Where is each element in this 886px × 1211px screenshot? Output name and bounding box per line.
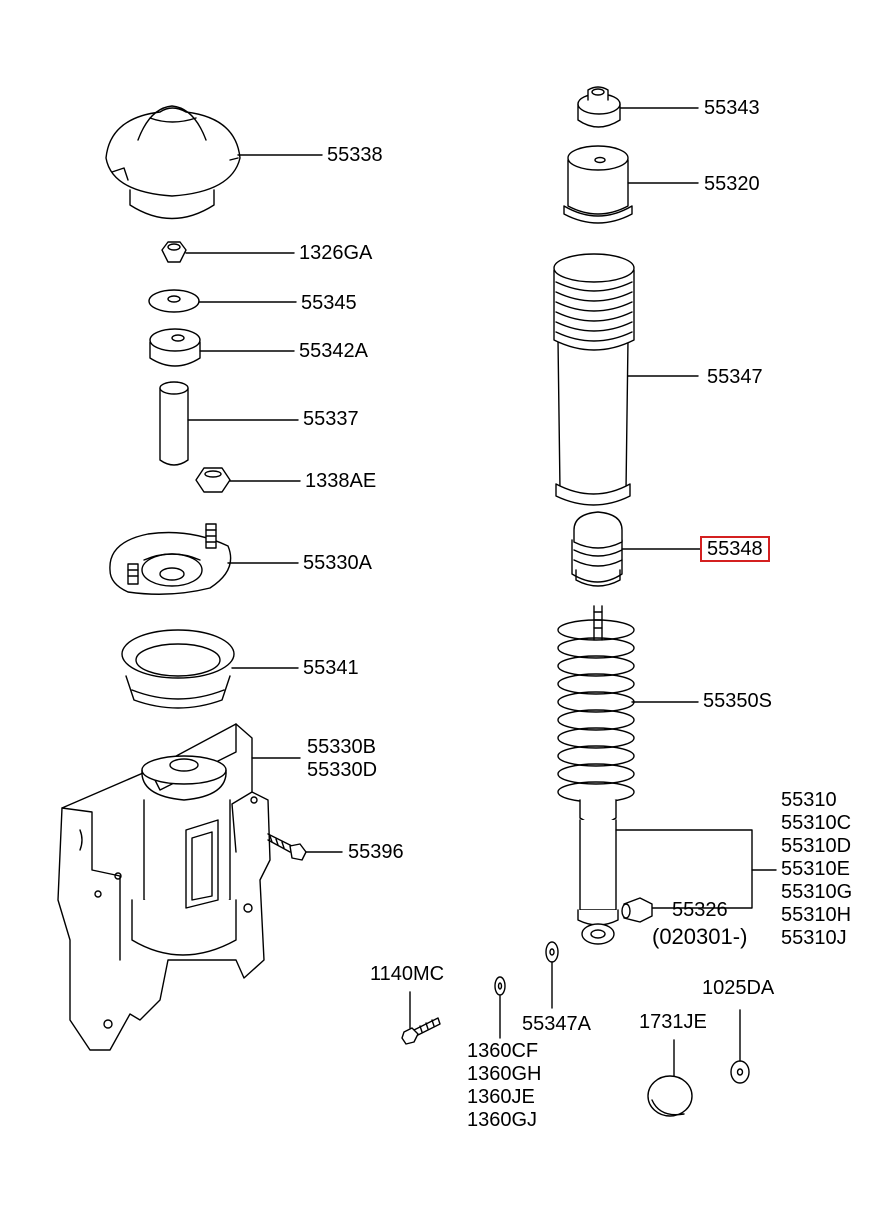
label-55347: 55347 — [707, 366, 763, 388]
washer-part-list: 1360CF 1360GH 1360JE 1360GJ — [467, 1040, 542, 1132]
part-1338AE — [195, 467, 301, 493]
part-1360-washer — [494, 976, 506, 1039]
washer-part-3: 1360GJ — [467, 1109, 538, 1131]
part-55320 — [563, 145, 699, 224]
part-55338 — [105, 105, 323, 220]
label-55330D: 55330D — [307, 759, 378, 781]
part-1326GA — [161, 241, 295, 263]
part-55350S — [557, 605, 699, 803]
part-1731JE — [647, 1039, 693, 1117]
part-55396 — [267, 833, 343, 861]
part-55337 — [159, 381, 299, 466]
part-1025DA — [730, 1009, 750, 1084]
part-55345 — [148, 289, 297, 313]
strut-part-5: 55310H — [781, 904, 852, 926]
label-55330A: 55330A — [303, 552, 372, 574]
part-55347 — [553, 253, 699, 506]
strut-part-2: 55310D — [781, 835, 852, 857]
label-55350S: 55350S — [703, 690, 772, 712]
strut-part-3: 55310E — [781, 858, 850, 880]
label-55348-highlighted[interactable]: 55348 — [700, 536, 770, 562]
label-55341: 55341 — [303, 657, 359, 679]
washer-part-1: 1360GH — [467, 1063, 542, 1085]
strut-part-0: 55310 — [781, 789, 837, 811]
strut-part-4: 55310G — [781, 881, 853, 903]
washer-part-2: 1360JE — [467, 1086, 535, 1108]
label-1025DA: 1025DA — [702, 977, 775, 999]
part-55310-strut — [577, 799, 777, 945]
label-55343: 55343 — [704, 97, 760, 119]
label-55330B: 55330B — [307, 736, 376, 758]
label-55342A: 55342A — [299, 340, 368, 362]
label-1731JE: 1731JE — [639, 1011, 707, 1033]
label-55337: 55337 — [303, 408, 359, 430]
washer-part-0: 1360CF — [467, 1040, 539, 1062]
label-55338: 55338 — [327, 144, 383, 166]
part-55341 — [121, 629, 299, 709]
strut-part-1: 55310C — [781, 812, 852, 834]
part-1140MC — [401, 991, 441, 1045]
part-55330A — [109, 523, 299, 595]
part-55330B-housing — [57, 723, 301, 1051]
part-55343 — [577, 86, 699, 128]
part-55326 — [621, 897, 653, 923]
strut-part-list: 55310 55310C 55310D 55310E 55310G 55310H… — [781, 789, 852, 950]
label-1140MC: 1140MC — [370, 963, 445, 985]
label-55345: 55345 — [301, 292, 357, 314]
label-1338AE: 1338AE — [305, 470, 377, 492]
part-55342A — [149, 328, 295, 367]
label-1326GA: 1326GA — [299, 242, 373, 264]
part-55347A — [545, 941, 559, 1009]
label-55347A: 55347A — [522, 1013, 591, 1035]
strut-part-6: 55310J — [781, 927, 847, 949]
label-55396: 55396 — [348, 841, 404, 863]
label-55326: 55326 — [672, 899, 728, 921]
label-55320: 55320 — [704, 173, 760, 195]
part-55348 — [571, 511, 701, 587]
label-55326-note: (020301-) — [652, 924, 748, 949]
